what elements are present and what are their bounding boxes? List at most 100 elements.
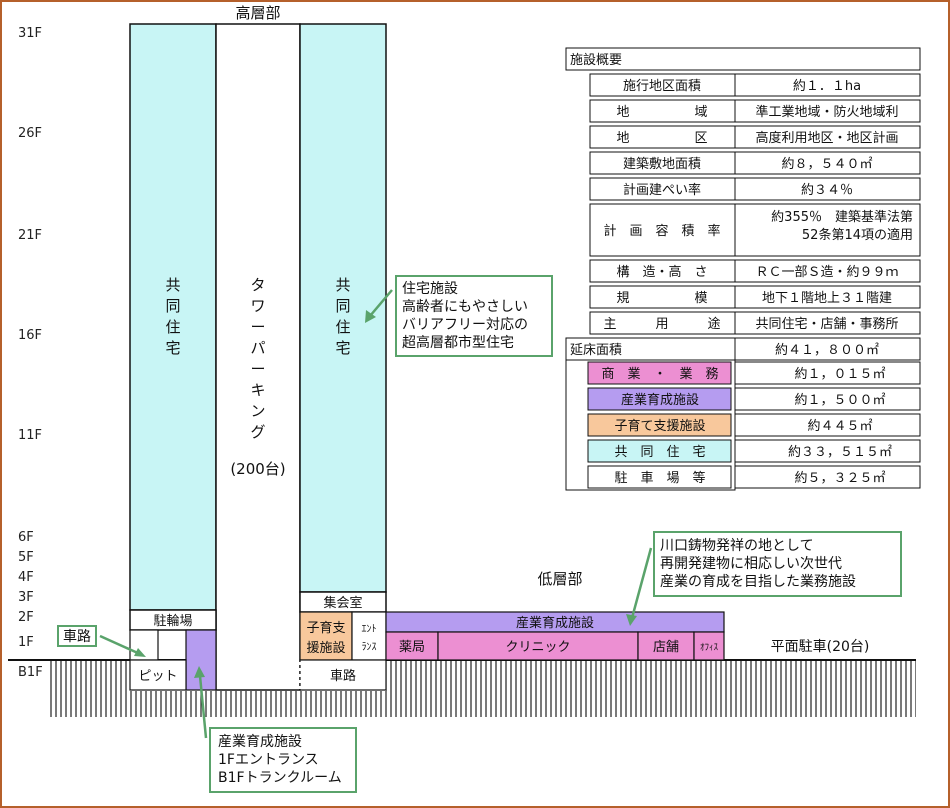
overview-row-label: 計画建ぺい率	[623, 182, 701, 198]
label-high-rise: 高層部	[235, 4, 280, 22]
callout-line: 再開発建物に相応しい次世代	[660, 556, 842, 572]
overview-row-label: 地 域	[616, 105, 707, 120]
label-entrance-1: ｴﾝﾄ	[362, 624, 377, 635]
overview-row-value: 52条第14項の適用	[802, 227, 913, 243]
callout-line: 高齢者にもやさしい	[402, 298, 528, 315]
childcare-box	[299, 611, 353, 661]
overview-row-value: 準工業地域・防火地域利	[755, 104, 898, 120]
label-entrance-2: ﾗﾝｽ	[362, 642, 377, 653]
entrance-box	[351, 611, 387, 661]
housing-tower-left	[129, 23, 217, 611]
callout-road-arrow-head	[134, 648, 146, 657]
callout-line: 産業の育成を目指した業務施設	[660, 574, 856, 590]
label-industry-low-rise: 産業育成施設	[516, 615, 594, 631]
floor-label: 4F	[18, 570, 34, 585]
floor-label: 16F	[18, 328, 42, 343]
overview-row-value: 約３４％	[801, 183, 853, 198]
clinic-box	[437, 631, 639, 661]
label-pharmacy: 薬局	[399, 640, 425, 655]
floor-label: 2F	[18, 610, 34, 625]
overview-row: 建築敷地面積 約８，５４０㎡	[589, 151, 921, 175]
label-basement-road: 車路	[330, 668, 356, 684]
overview-row-value: 地下１階地上３１階建	[762, 291, 892, 306]
overview-row-value: 共同住宅・店舗・事務所	[755, 317, 898, 332]
callout-housing-arrow-head	[365, 310, 376, 323]
vertical-char: 住	[165, 318, 180, 336]
overview-row-label: 地 区	[616, 131, 707, 146]
breakdown-bracket	[565, 359, 736, 491]
vertical-char: 同	[165, 297, 180, 315]
overview-row: 計画建ぺい率 約３４％	[589, 177, 921, 201]
label-low-rise: 低層部	[537, 570, 582, 588]
office-box	[693, 631, 725, 661]
callout-industry-box	[209, 727, 357, 793]
overview-row: 施行地区面積約１．１ha	[589, 73, 921, 97]
bike-parking-box	[129, 609, 217, 631]
vertical-char: タ	[250, 276, 265, 294]
pharmacy-box	[385, 631, 439, 661]
breakdown-row: 産業育成施設 約１，５００㎡	[587, 387, 921, 411]
label-office: ｵﾌｨｽ	[700, 642, 719, 653]
callout-line: B1Fトランクルーム	[218, 770, 342, 786]
overview-row-label: 計 画 容 積 率	[603, 223, 720, 239]
overview-row-label: 規 模	[616, 291, 707, 306]
label-bike-parking: 駐輪場	[153, 613, 192, 629]
overview-row-label: 建築敷地面積	[623, 157, 701, 172]
breakdown-label: 産業育成施設	[621, 392, 699, 408]
overview-row-value: 高度利用地区・地区計画	[755, 130, 898, 146]
callout-road-box	[57, 625, 97, 647]
callout-line: 産業育成施設	[218, 734, 302, 750]
vertical-char: ー	[250, 360, 265, 378]
callout-housing-arrow-line	[369, 289, 393, 317]
breakdown-value: 約１，０１５㎡	[794, 367, 885, 382]
vertical-char: 宅	[335, 339, 350, 357]
tower-parking	[215, 23, 301, 691]
vertical-char: 宅	[165, 339, 180, 357]
breakdown-row: 商 業 ・ 業 務 約１，０１５㎡	[587, 361, 921, 385]
overview-row-value: 約１．１ha	[793, 79, 861, 94]
overview-title: 施設概要	[570, 52, 622, 68]
overview-row: 地 域 準工業地域・防火地域利	[589, 99, 921, 123]
label-childcare-1: 子育支	[306, 620, 345, 636]
overview-row: 地 区 高度利用地区・地区計画	[589, 125, 921, 149]
overview-row: 主 用 途 共同住宅・店舗・事務所	[589, 311, 921, 335]
vertical-char: グ	[250, 423, 265, 441]
overview-row-value: 約８，５４０㎡	[781, 157, 872, 172]
overview-row-value: 約355％ 建築基準法第	[771, 209, 913, 225]
callout-line: 川口鋳物発祥の地として	[660, 537, 814, 554]
breakdown-value: 約１，５００㎡	[794, 393, 885, 408]
floor-label: 6F	[18, 530, 34, 545]
overview-row: 計 画 容 積 率 約355％ 建築基準法第 52条第14項の適用	[589, 203, 921, 257]
overview-row: 規 模 地下１階地上３１階建	[589, 285, 921, 309]
breakdown-label: 共 同 住 宅	[614, 445, 705, 460]
breakdown-label: 商 業 ・ 業 務	[601, 366, 718, 382]
floor-label: 26F	[18, 126, 42, 141]
breakdown-value: 約５，３２５㎡	[794, 471, 885, 486]
label-meeting-room: 集会室	[323, 595, 362, 611]
pit-box	[129, 659, 187, 691]
overview-row-label: 主 用 途	[603, 316, 720, 332]
label-parking-count: (200台)	[230, 460, 285, 478]
overview-row-value: ＲＣ一部Ｓ造・約９９ｍ	[755, 265, 898, 280]
callout-road-text: 車路	[63, 628, 91, 645]
vertical-char: ワ	[250, 297, 265, 315]
callout-industry-arrow-line	[198, 675, 208, 739]
vertical-char: 住	[335, 318, 350, 336]
breakdown-label: 子育て支援施設	[614, 418, 705, 434]
label-surface-parking: 平面駐車(20台)	[771, 638, 870, 655]
callout-business-arrow-line	[630, 547, 653, 619]
label-pit: ピット	[138, 669, 177, 684]
breakdown-value: 約３３，５１５㎡	[788, 445, 892, 460]
basement-road-box	[299, 659, 387, 691]
vertical-char: 同	[335, 297, 350, 315]
vertical-char: 共	[335, 276, 350, 294]
callout-industry-arrow-head	[194, 666, 205, 678]
floor-label: 1F	[18, 635, 34, 650]
floor-label: 31F	[18, 26, 42, 41]
